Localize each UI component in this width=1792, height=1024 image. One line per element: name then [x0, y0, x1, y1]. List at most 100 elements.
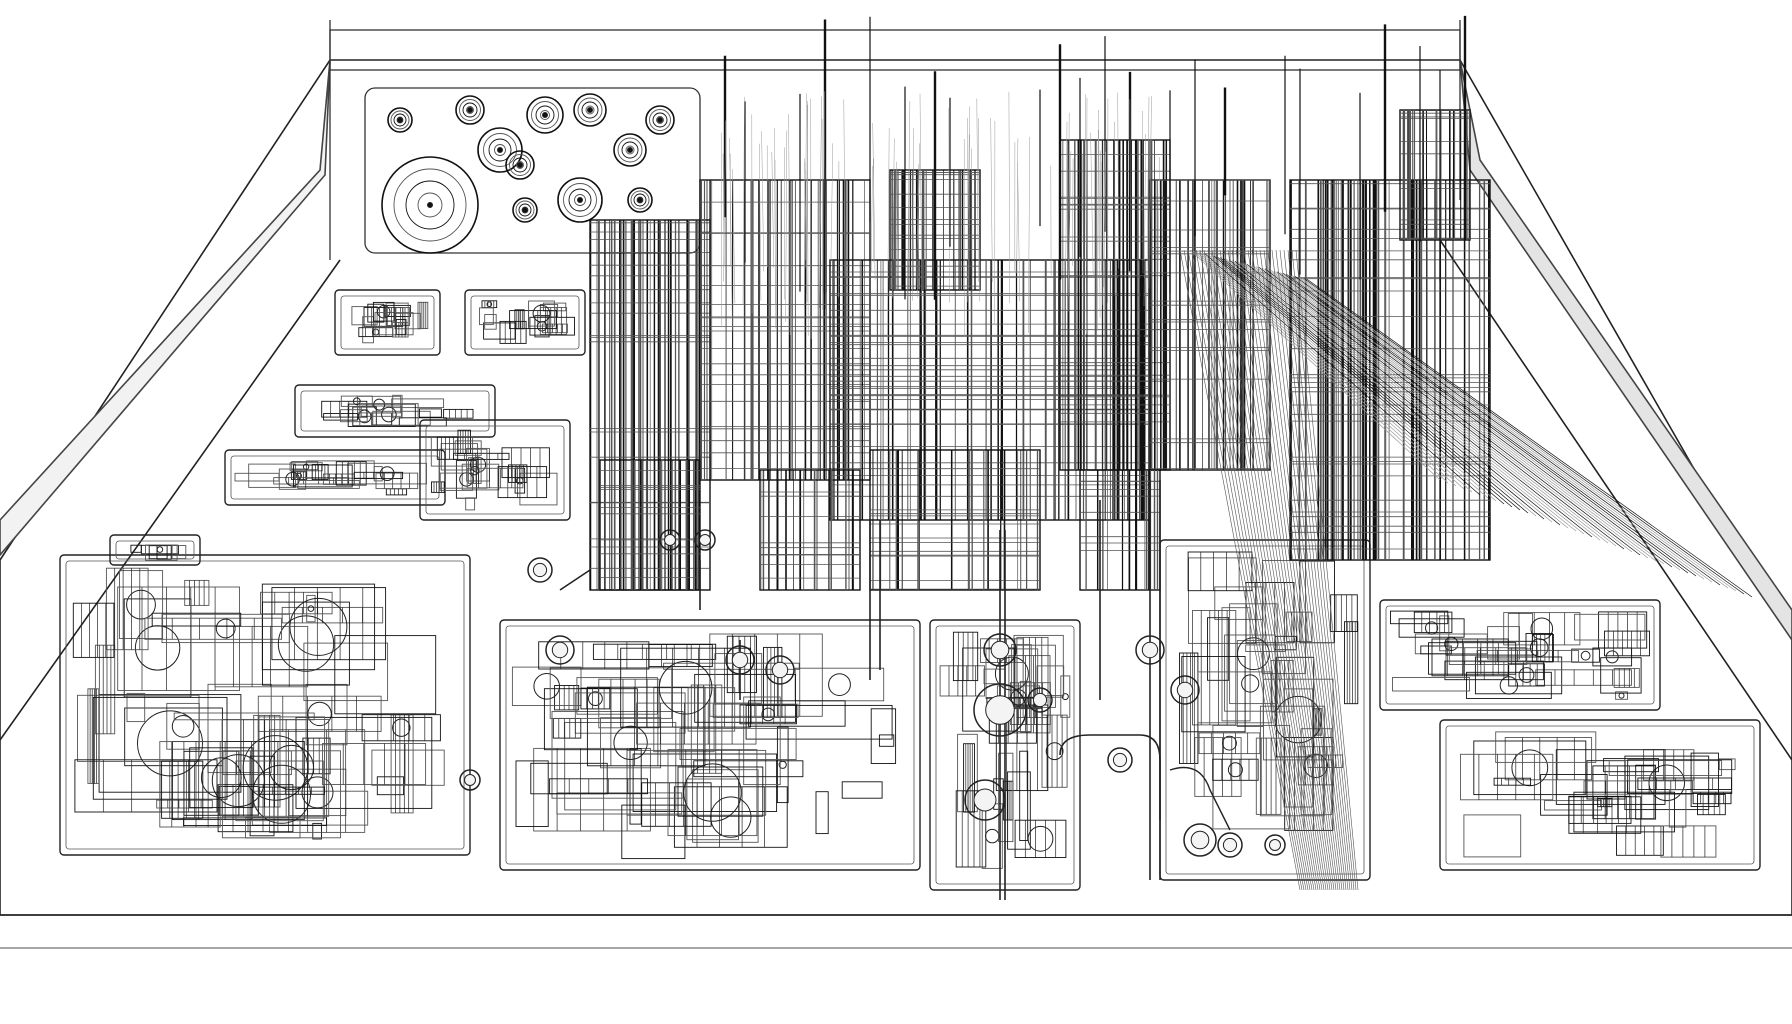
gear-ring [649, 109, 671, 131]
conveyor-line [1259, 249, 1341, 891]
gear-ring [531, 101, 559, 129]
circuit-cell [430, 436, 474, 467]
left-panel-a [334, 289, 441, 356]
circuit-cell [306, 594, 316, 623]
fine-spire-line [732, 169, 736, 304]
circuit-node [1227, 762, 1243, 778]
conveyor-line [1279, 249, 1351, 891]
valve [1107, 747, 1133, 773]
gear-ring [656, 116, 664, 124]
circuit-cell [171, 741, 305, 821]
valve [725, 645, 755, 675]
circuit-cell [260, 591, 333, 615]
circuit-cell [303, 642, 389, 702]
rail-line [1207, 254, 1489, 499]
gear-ring [516, 161, 524, 169]
valve-core [1222, 837, 1238, 853]
rail-line [1267, 269, 1649, 559]
fine-spire-line [1157, 157, 1160, 299]
gear-ring [462, 102, 478, 118]
valve-core [1141, 641, 1159, 659]
circuit-cell [484, 314, 497, 330]
left-panel-tab [109, 534, 201, 566]
rail-line [1294, 275, 1721, 586]
rail-line [1285, 273, 1697, 577]
fine-spire-line [771, 151, 775, 268]
fine-spire-line [967, 106, 970, 303]
valve-core [990, 640, 1010, 660]
gear-ring [613, 133, 647, 167]
fine-spire-line [916, 143, 920, 298]
board-left-wall [0, 59, 331, 557]
circuit-node [307, 605, 315, 612]
circuit-cell [126, 692, 146, 723]
valve-core [731, 651, 749, 669]
fine-spire-line [1142, 110, 1144, 274]
fine-spire-line [892, 138, 895, 298]
rail-line [1279, 272, 1681, 571]
circuit-cell [1668, 789, 1687, 828]
circuit-cell [1016, 636, 1049, 718]
circuit-cell [626, 749, 767, 816]
circuit-cell [184, 579, 210, 606]
valve-core [771, 661, 789, 679]
pipe-network [459, 480, 1286, 900]
circuit-cell [1615, 691, 1628, 700]
conveyor-line [1195, 249, 1309, 891]
circuit-cell [1439, 615, 1450, 652]
fine-spire-line [1099, 150, 1102, 272]
left-base-block [599, 459, 701, 591]
circuit-cell [376, 776, 405, 796]
circuit-cell [1344, 621, 1359, 705]
gear-ring [652, 112, 668, 128]
circuit-cell [539, 307, 568, 335]
gear-ring [540, 110, 550, 120]
fine-spire-line [1086, 97, 1088, 267]
fine-spire-line [896, 161, 899, 276]
circuit-cell [1600, 657, 1642, 694]
gear-ring [630, 190, 650, 210]
circuit-cell [465, 497, 476, 511]
valve [983, 633, 1017, 667]
conveyor-line [1183, 249, 1303, 891]
gear-ring [455, 95, 485, 125]
gear-ring [387, 107, 413, 133]
conveyor-line [1179, 249, 1301, 891]
valve-core [464, 774, 476, 786]
circuit-node [1605, 650, 1619, 664]
circuit-cell [962, 647, 1015, 732]
circuit-cell [1007, 771, 1031, 850]
circuit-node [379, 466, 395, 482]
circuit-cell [262, 601, 350, 686]
right-wing-spire [1399, 109, 1471, 241]
circuit-cell [1573, 791, 1675, 833]
circuit-cell [574, 692, 686, 734]
circuit-cell [667, 749, 758, 837]
circuit-cell [1428, 642, 1517, 675]
fine-spire-line [1016, 138, 1019, 274]
circuit-cell [1535, 669, 1632, 686]
conveyor-line [1211, 249, 1317, 891]
fine-spire-line [872, 122, 876, 281]
conveyor-line [1255, 249, 1339, 891]
circuit-cell [335, 461, 367, 486]
fine-spire-line [907, 101, 911, 311]
circuit-cell [454, 440, 482, 456]
circuit-cell [436, 436, 459, 460]
gear-hub [427, 202, 433, 208]
circuit-cell [249, 755, 275, 837]
circuit-cell [549, 778, 648, 795]
conveyor-line [1263, 249, 1343, 891]
fine-spire-line [912, 127, 914, 301]
circuit-node [1061, 693, 1069, 701]
circuit-cell [1460, 753, 1554, 801]
circuit-cell [347, 462, 427, 485]
center-circuit-panels [499, 539, 1371, 891]
circuit-cell [483, 322, 516, 340]
circuit-cell [629, 748, 642, 825]
circuit-node [171, 715, 195, 738]
conveyor-line [1239, 249, 1331, 891]
rail-line [1297, 276, 1729, 589]
circuit-cell [214, 625, 309, 688]
antenna-spires [720, 15, 1467, 340]
